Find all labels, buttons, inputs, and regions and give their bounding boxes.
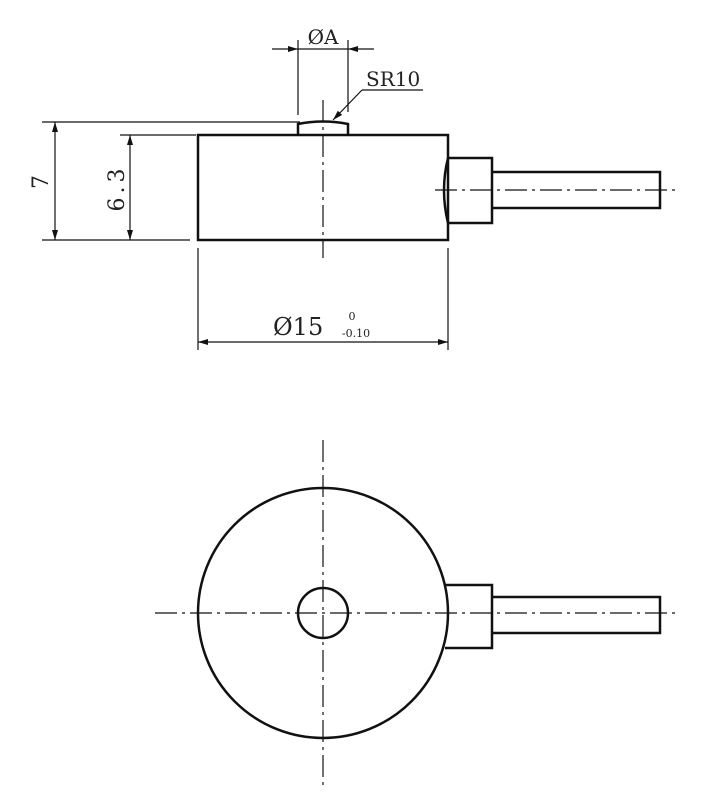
dimension-total-height: 7 — [29, 121, 300, 241]
tolerance-lower: -0.10 — [342, 327, 370, 340]
dim-body-height-label: 6.3 — [105, 165, 130, 212]
dimension-button-diameter: ØA — [272, 25, 374, 115]
dimension-body-height: 6.3 — [105, 134, 196, 240]
dim-body-diameter-label: Ø15 — [273, 313, 323, 341]
dim-total-height-label: 7 — [29, 175, 54, 189]
top-view — [155, 440, 680, 788]
dimension-sphere-radius: SR10 — [332, 67, 423, 121]
dim-sphere-radius-label: SR10 — [366, 67, 420, 91]
cable — [492, 595, 662, 635]
dim-button-diameter-label: ØA — [308, 25, 339, 49]
tolerance-upper: 0 — [349, 310, 356, 323]
dimension-body-diameter: Ø15 0 -0.10 — [197, 248, 449, 350]
side-view — [196, 100, 678, 258]
cable-connector — [445, 583, 494, 650]
